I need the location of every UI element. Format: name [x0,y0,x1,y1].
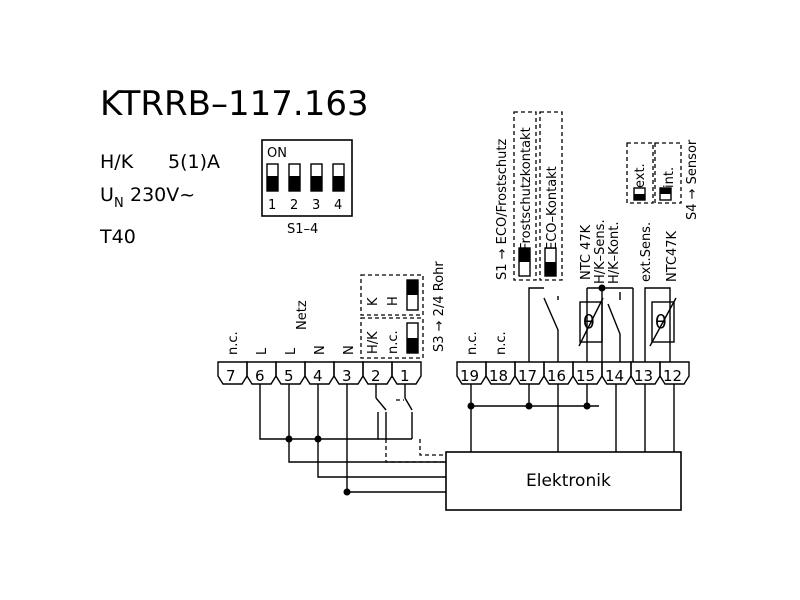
s4-int-label: int. [662,167,677,188]
label-l-6: L [255,347,270,355]
label-ntc47k-2: NTC47K [665,230,680,282]
terminal-19: 19 [460,367,479,385]
s3-caption: S3 → 2/4 Rohr [432,261,447,352]
label-nc-7: n.c. [226,331,241,355]
terminal-3: 3 [342,367,352,385]
label-nc-19: n.c. [465,331,480,355]
s3-nc-label: n.c. [386,330,401,354]
label-netz: Netz [295,300,310,330]
s1-frost-label: Frostschutzkontakt [519,127,534,250]
spec-voltage-symbol: U [100,184,114,206]
dip-number-1: 1 [268,198,276,213]
dip-number-2: 2 [290,198,298,213]
jumper-s3: K H H/K n.c. S3 → 2/4 Rohr [360,261,447,359]
label-n-3: N [342,345,357,355]
spec-voltage: 230V~ [130,184,195,206]
terminal-1: 1 [400,367,410,385]
s3-hk-label: H/K [366,331,381,354]
terminal-5: 5 [284,367,294,385]
jumper-s4: ext. int. S4 → Sensor [626,139,700,220]
terminal-18: 18 [489,367,508,385]
terminal-7: 7 [226,367,236,385]
sensor-ntc-symbol: θ [644,287,677,362]
terminal-6: 6 [255,367,265,385]
s1-caption: S1 → ECO/Frostschutz [495,139,510,280]
label-hk-kont: H/K–Kont. [607,222,622,284]
electronics-label: Elektronik [526,471,611,491]
sensor-hk-symbol: θ [578,284,634,362]
s3-k-label: K [366,297,381,306]
label-hk-sens: H/K–Sens. [593,219,608,284]
terminal-16: 16 [547,367,566,385]
spec-voltage-subscript: N [114,196,124,211]
label-ntc-47k: NTC 47K [579,224,594,280]
dip-on-label: ON [267,146,287,161]
label-n-4: N [313,345,328,355]
spec-rating: 5(1)A [168,151,220,173]
terminal-14: 14 [605,367,624,385]
terminal-17: 17 [518,367,537,385]
jumper-s1: S1 → ECO/Frostschutz Frostschutzkontakt … [495,111,563,281]
terminal-13: 13 [634,367,653,385]
terminal-2: 2 [371,367,381,385]
label-nc-18: n.c. [494,331,509,355]
electronics-box: Elektronik [445,451,682,511]
s4-ext-label: ext. [633,163,648,188]
terminal-block-left: 7 6 5 4 3 2 1 [217,361,422,385]
dip-switch-s1-4: ON 1 2 3 4 S1–4 [261,139,353,237]
dip-number-3: 3 [312,198,320,213]
theta-symbol-2: θ [655,311,667,333]
s3-h-label: H [386,296,401,306]
label-l-5: L [284,347,299,355]
theta-symbol-1: θ [583,311,595,333]
terminal-15: 15 [576,367,595,385]
spec-hk: H/K [100,151,134,173]
spec-temp-class: T40 [99,226,136,248]
device-title: KTRRB–117.163 [100,84,369,124]
s1-eco-label: ECO–Kontakt [545,166,560,250]
terminal-block-right: 19 18 17 16 15 14 13 12 [456,361,690,385]
s4-caption: S4 → Sensor [685,139,700,220]
dip-caption: S1–4 [287,222,318,237]
dip-number-4: 4 [334,198,342,213]
label-ext-sens: ext.Sens. [639,222,654,282]
terminal-12: 12 [663,367,682,385]
terminal-4: 4 [313,367,323,385]
